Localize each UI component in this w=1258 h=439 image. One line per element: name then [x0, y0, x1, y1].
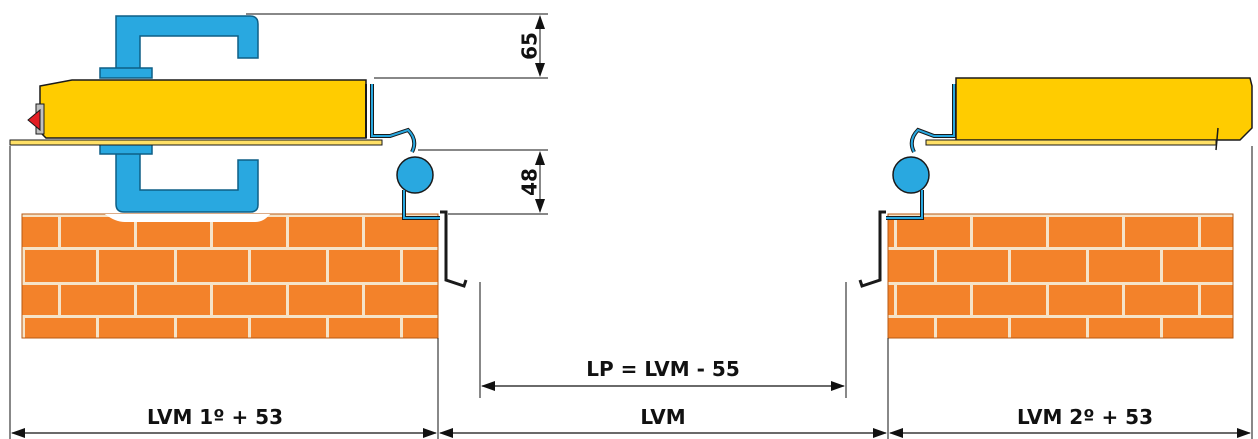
left-brick-wall	[21, 213, 439, 339]
c-shaped-door-handle-icon	[99, 15, 259, 213]
handle-recess	[105, 214, 270, 222]
height-dimension-65	[246, 13, 548, 79]
extension-lines	[9, 146, 1253, 439]
right-brick-wall	[887, 213, 1234, 339]
lvm-center-label: LVM	[640, 405, 685, 429]
right-hinge-profile	[858, 84, 956, 288]
right-gate-panel	[925, 77, 1253, 151]
lock-icon	[27, 103, 45, 135]
height-label-65: 65	[518, 32, 542, 60]
lvm-left-label: LVM 1º + 53	[147, 405, 283, 429]
height-dimension-48	[418, 149, 548, 215]
left-gate-panel	[9, 79, 383, 146]
left-hinge-profile	[370, 84, 468, 288]
height-label-48: 48	[518, 168, 542, 196]
lvm-right-label: LVM 2º + 53	[1017, 405, 1153, 429]
lp-formula-label: LP = LVM - 55	[586, 357, 740, 381]
